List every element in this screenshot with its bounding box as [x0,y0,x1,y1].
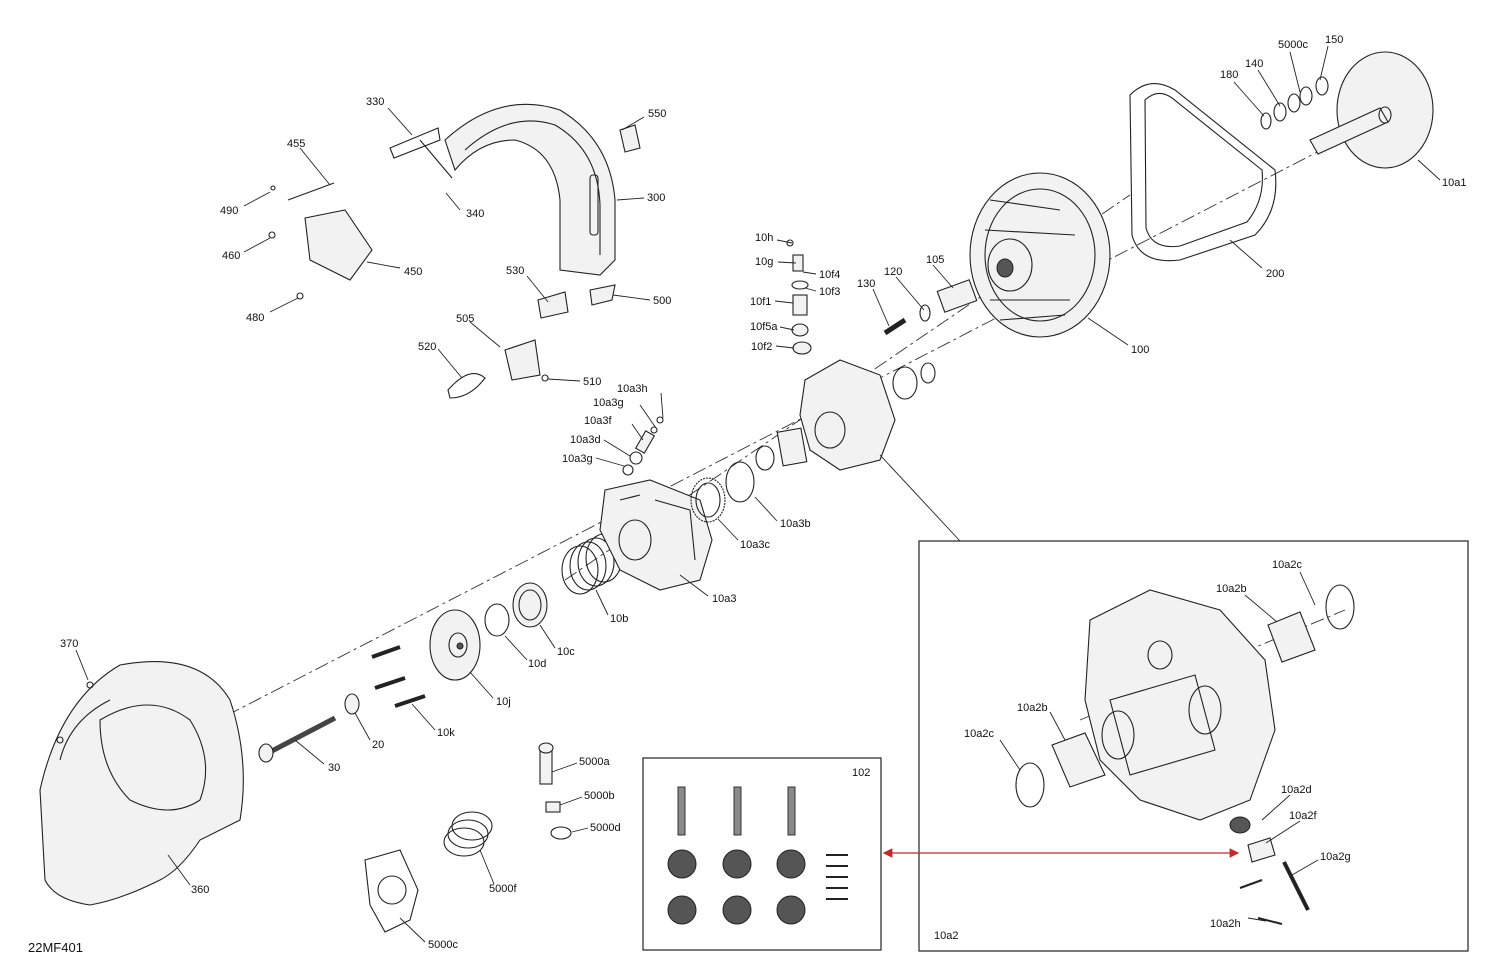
label-10c: 10c [557,646,575,658]
label-520: 520 [418,341,436,353]
bolt-30 [258,715,337,763]
label-10a3c: 10a3c [740,539,770,551]
bolts-10k [371,645,426,708]
label-5000c-bottom: 5000c [428,939,458,951]
belt-200 [1129,83,1277,262]
label-5000c-top: 5000c [1278,39,1308,51]
fixed-sheave-10a1 [1309,51,1434,169]
detail-sheave-10a2 [1084,589,1276,821]
detail-leader [879,454,961,542]
label-5000a: 5000a [579,756,610,768]
label-510: 510 [583,376,601,388]
bracket-550 [619,124,641,153]
label-340: 340 [466,208,484,220]
label-530: 530 [506,265,524,277]
bracket-455-450 [268,182,373,300]
label-10a2b-top: 10a2b [1216,583,1247,595]
label-100: 100 [1131,344,1149,356]
label-10a3b: 10a3b [780,518,811,530]
small-parts-10a3 [622,416,664,476]
label-10g: 10g [755,256,773,268]
label-10f2: 10f2 [751,341,772,353]
label-10a2: 10a2 [934,930,958,942]
label-5000f: 5000f [489,883,517,895]
label-360: 360 [191,884,209,896]
bushing-10c [512,582,548,628]
label-10a3g-bottom: 10a3g [562,453,593,465]
label-10a2b-left: 10a2b [1017,702,1048,714]
label-10j: 10j [496,696,511,708]
kit-102-pins [677,786,796,836]
belt-guard-300 [444,103,616,276]
label-10a3d: 10a3d [570,434,601,446]
label-20: 20 [372,739,384,751]
weight-stack-10f [786,239,812,355]
label-450: 450 [404,266,422,278]
label-490: 490 [220,205,238,217]
label-120: 120 [884,266,902,278]
label-10a1: 10a1 [1442,177,1466,189]
label-10a3g-top: 10a3g [593,397,624,409]
outer-cover-360 [39,661,244,906]
label-10a2g: 10a2g [1320,851,1351,863]
label-10a3h: 10a3h [617,383,648,395]
label-140: 140 [1245,58,1263,70]
kit-102-caps [667,849,848,925]
leader-lines [75,45,1441,943]
label-102: 102 [852,767,870,779]
label-10d: 10d [528,658,546,670]
label-10f1: 10f1 [750,296,771,308]
label-10a2h: 10a2h [1210,918,1241,930]
sliding-sheave [755,359,936,471]
pulley-100 [969,172,1111,338]
label-10a2c-left: 10a2c [964,728,994,740]
label-5000b: 5000b [584,790,615,802]
label-550: 550 [648,108,666,120]
label-200: 200 [1266,268,1284,280]
label-10k: 10k [437,727,455,739]
label-5000d: 5000d [590,822,621,834]
service-kit-5000 [364,742,572,933]
label-180: 180 [1220,69,1238,81]
detail-bushings [1015,584,1355,808]
label-10a3: 10a3 [712,593,736,605]
label-10b: 10b [610,613,628,625]
label-10f5a: 10f5a [750,321,778,333]
label-10a2c-top: 10a2c [1272,559,1302,571]
label-330: 330 [366,96,384,108]
diagram-code: 22MF401 [28,940,83,955]
label-105: 105 [926,254,944,266]
label-10f4: 10f4 [819,269,840,281]
washer-20 [344,693,360,715]
label-455: 455 [287,138,305,150]
label-300: 300 [647,192,665,204]
ring-10a3b [725,461,755,503]
label-10h: 10h [755,232,773,244]
detail-small-parts [1229,816,1310,925]
shaft-parts [883,279,978,336]
bracket-330 [389,127,453,179]
housing-10a3 [599,479,713,591]
label-150: 150 [1325,34,1343,46]
ring-10d [484,603,510,637]
label-10a3f: 10a3f [584,415,612,427]
label-30: 30 [328,762,340,774]
label-460: 460 [222,250,240,262]
kit-box-102 [642,757,882,951]
detail-box-10a2 [918,540,1469,952]
label-130: 130 [857,278,875,290]
label-480: 480 [246,312,264,324]
label-10a2f: 10a2f [1289,810,1317,822]
part-labels: 330 455 490 460 450 480 340 300 550 530 … [60,34,1466,951]
flange-10j [429,609,481,681]
rings-140-180-5000c-150 [1260,76,1329,130]
label-505: 505 [456,313,474,325]
label-370: 370 [60,638,78,650]
label-10f3: 10f3 [819,286,840,298]
label-10a2d: 10a2d [1281,784,1312,796]
ring-10a3c [690,477,726,523]
label-500: 500 [653,295,671,307]
